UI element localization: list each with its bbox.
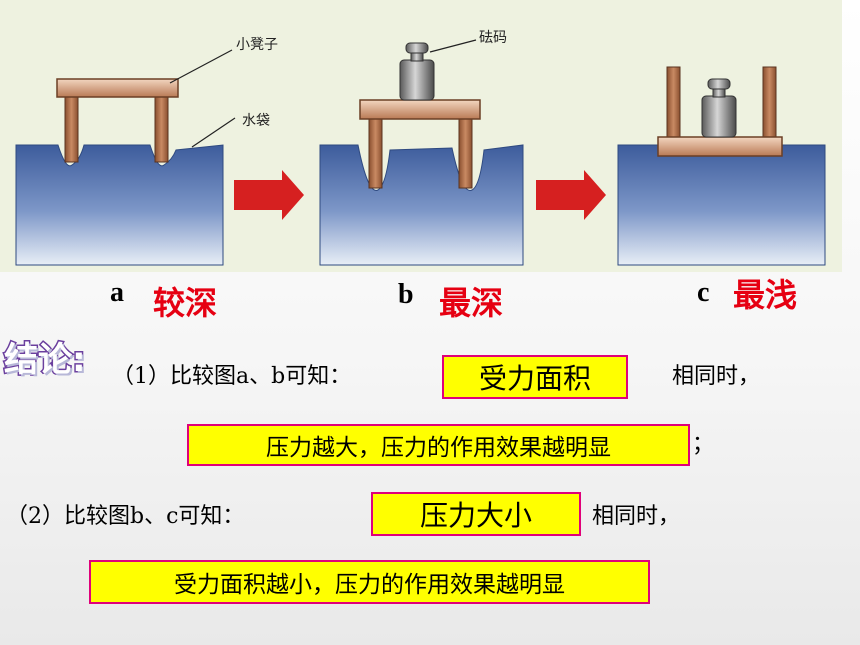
- figure-b: [319, 39, 524, 266]
- stool-label: 小凳子: [236, 37, 278, 53]
- arrow-a-to-b: [234, 170, 304, 220]
- water-bag-b: [319, 144, 524, 266]
- figure-a: [15, 49, 236, 266]
- conclusion-title: 结论:: [3, 339, 88, 382]
- stool-leg-c-right: [762, 66, 777, 140]
- stool-leg-a-right: [154, 95, 169, 163]
- stool-leg-b-right: [458, 117, 473, 189]
- weight-body-b: [399, 59, 435, 101]
- weight-knob-b: [405, 42, 429, 54]
- weight-body-c: [701, 95, 737, 138]
- weight-pointer: [429, 39, 477, 53]
- figure-b-letter: b: [398, 279, 414, 310]
- answer-box-force: 压力大小: [371, 492, 581, 536]
- water-bag-c: [617, 144, 826, 266]
- weight-label: 砝码: [479, 30, 507, 46]
- water-bag-label: 水袋: [242, 113, 270, 129]
- figure-a-letter: a: [110, 277, 124, 308]
- conclusion-line2-suffix: ；: [692, 432, 715, 457]
- conclusion-line3-prefix: （2）比较图b、c可知：: [6, 504, 245, 529]
- figure-c: [617, 66, 826, 266]
- conclusion-line1-suffix: 相同时，: [672, 364, 761, 389]
- conclusion-line1-prefix: （1）比较图a、b可知：: [112, 364, 352, 389]
- stool-leg-a-left: [64, 95, 79, 163]
- stool-seat-c: [657, 136, 783, 157]
- stool-seat-b: [359, 99, 481, 120]
- figure-c-depth: 最浅: [733, 276, 798, 314]
- water-bag-pointer: [191, 117, 236, 148]
- figure-b-depth: 最深: [439, 284, 504, 322]
- conclusion-line3-suffix: 相同时，: [592, 504, 681, 529]
- stool-pointer: [169, 49, 233, 84]
- answer-box-area-effect: 受力面积越小，压力的作用效果越明显: [89, 560, 650, 604]
- stool-leg-b-left: [368, 117, 383, 189]
- water-bag-a: [15, 144, 224, 266]
- weight-knob-c: [707, 78, 731, 90]
- stool-leg-c-left: [666, 66, 681, 140]
- figure-a-depth: 较深: [153, 284, 218, 322]
- arrow-b-to-c: [536, 170, 606, 220]
- stool-seat-a: [56, 78, 179, 98]
- figure-c-letter: c: [697, 277, 710, 308]
- answer-box-pressure-effect: 压力越大，压力的作用效果越明显: [187, 424, 690, 466]
- answer-box-area: 受力面积: [442, 355, 628, 399]
